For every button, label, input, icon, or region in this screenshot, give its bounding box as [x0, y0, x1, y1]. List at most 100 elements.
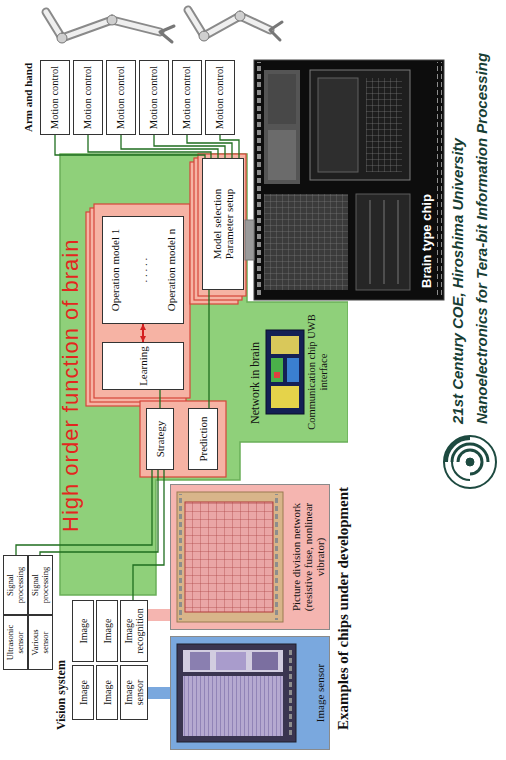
- rect-part: [185, 502, 273, 612]
- path-part: [370, 200, 398, 284]
- motion-control-box: Motion control: [40, 60, 70, 135]
- motion-control-box: Motion control: [205, 60, 235, 135]
- brain-type-chip: [254, 60, 444, 300]
- box-text: Image sensor: [123, 669, 145, 716]
- box-text: Signal processing: [31, 559, 50, 611]
- rect-part: [437, 62, 442, 298]
- connector: [220, 135, 239, 158]
- learning-box: Learning: [102, 342, 184, 390]
- figure-caption-text: Examples of chips under development: [335, 487, 352, 730]
- stacked-card: [198, 154, 246, 296]
- motion-control-box: Motion control: [106, 60, 136, 135]
- box-text: Motion control: [49, 66, 61, 129]
- chip-caption: Communication chip UWB interface: [306, 304, 329, 440]
- image-box: Image: [96, 665, 118, 720]
- image-box: Image: [96, 600, 118, 662]
- rect-part: [252, 652, 278, 670]
- coe-logo: [444, 436, 496, 488]
- box-text: Ultrasonic sensor: [6, 619, 25, 666]
- stacked-card: [94, 204, 190, 398]
- rect-part: [271, 336, 299, 354]
- connector: [142, 324, 144, 342]
- section-title: Arm and hand: [22, 63, 34, 132]
- connector: [148, 687, 170, 699]
- box-text: Image: [102, 680, 113, 705]
- circle-part: [444, 436, 496, 488]
- box-text: Prediction: [197, 416, 209, 461]
- rect-part: [271, 386, 299, 408]
- region-label-text: Network in brain: [249, 342, 262, 424]
- rect-part: [271, 358, 283, 382]
- image-box: Image: [72, 600, 94, 662]
- box-text: Picture division network (resistive fuse…: [290, 491, 326, 623]
- rect-part: [266, 330, 304, 414]
- box-text: Image sensor: [314, 664, 326, 722]
- region-title: High order function of brain: [59, 239, 83, 532]
- stacked-card: [90, 208, 186, 402]
- rect-part: [216, 652, 246, 670]
- rect-part: [179, 494, 183, 620]
- figure-caption: Examples of chips under development: [335, 487, 352, 730]
- rect-part: [185, 502, 273, 612]
- chip-caption-text: Brain type chip: [420, 194, 434, 288]
- circle-part: [235, 11, 245, 21]
- circle-part: [107, 15, 117, 25]
- robot-arm: [188, 10, 282, 41]
- motion-control-box: Motion control: [139, 60, 169, 135]
- connector: [187, 135, 232, 158]
- path-part: [160, 26, 174, 42]
- organization-name: 21st Century COE, Hiroshima University: [449, 138, 467, 424]
- program-name: Nanoelectronics for Tera-bit Information…: [473, 53, 491, 424]
- circle-part: [199, 31, 209, 41]
- rect-part: [356, 194, 410, 290]
- box-text: Learning: [137, 346, 149, 386]
- rect-part: [256, 62, 261, 298]
- connector: [148, 609, 170, 621]
- circle-part: [466, 458, 474, 466]
- connector: [16, 470, 152, 555]
- box-text: Model selection: [211, 189, 223, 260]
- image-box: Image: [72, 665, 94, 720]
- motion-control-box: Motion control: [73, 60, 103, 135]
- image-sensor-chip: [177, 644, 296, 742]
- rect-part: [264, 194, 348, 290]
- picture-division-chip: [177, 492, 283, 622]
- region-label: Network in brain: [249, 342, 262, 424]
- stacked-card: [140, 401, 226, 477]
- rect-part: [254, 60, 444, 300]
- box-text: Motion control: [82, 66, 94, 129]
- rect-part: [245, 220, 254, 260]
- image-sensor-box: Image sensor: [120, 665, 148, 720]
- box-text: Signal processing: [6, 559, 25, 611]
- chip-caption: Brain type chip: [420, 194, 434, 288]
- connector: [159, 390, 160, 408]
- box-text: Parameter setup: [223, 189, 235, 260]
- chip-link: [245, 220, 254, 260]
- connector: [154, 135, 225, 158]
- sensor-box: Various sensor: [28, 615, 53, 670]
- rect-part: [177, 492, 283, 622]
- rect-part: [366, 78, 402, 172]
- rect-part: [268, 74, 296, 124]
- section-title-text: Arm and hand: [22, 63, 34, 132]
- path-part: [458, 450, 482, 474]
- communication-chip: [266, 330, 304, 414]
- model-selection-box: Model selectionParameter setup: [202, 158, 244, 290]
- section-title: Vision system: [55, 660, 68, 730]
- box-text: Image: [78, 619, 89, 644]
- rect-part: [264, 70, 300, 184]
- strategy-box: Strategy: [146, 408, 174, 470]
- operation-model-box: Operation model 1. . . . .Operation mode…: [102, 216, 184, 324]
- box-text: Various sensor: [31, 619, 50, 666]
- image-recognition-box: Image recognition: [120, 600, 148, 662]
- rect-part: [310, 70, 410, 180]
- box-text: Motion control: [181, 66, 193, 129]
- program-name-text: Nanoelectronics for Tera-bit Information…: [474, 53, 491, 424]
- path-part: [270, 22, 282, 40]
- motion-control-box: Motion control: [172, 60, 202, 135]
- rect-part: [268, 130, 296, 180]
- rect-part: [287, 358, 299, 382]
- rect-part: [318, 78, 358, 172]
- box-text: Image: [102, 619, 113, 644]
